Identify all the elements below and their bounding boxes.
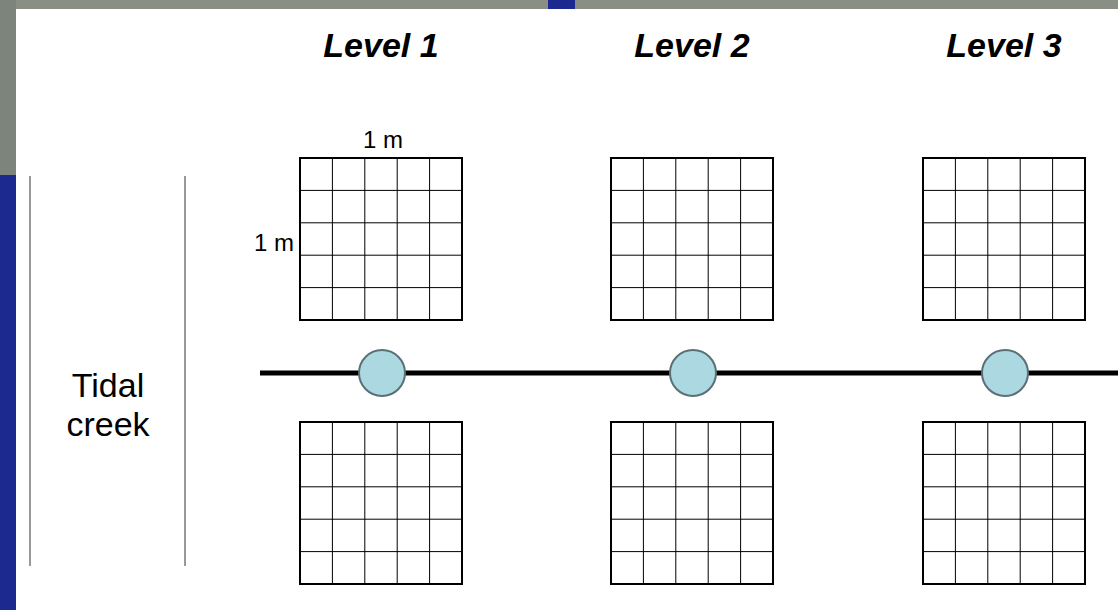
quadrat-grid xyxy=(611,422,773,584)
creek-bank xyxy=(185,176,186,566)
blue-band xyxy=(0,175,16,610)
dimension-label: 1 m xyxy=(254,229,294,257)
blue-block xyxy=(548,0,575,9)
level-heading: Level 2 xyxy=(634,26,749,65)
quadrat-grid xyxy=(300,422,462,584)
photo-strip xyxy=(0,0,16,175)
dimension-label: 1 m xyxy=(363,126,403,154)
sampling-point xyxy=(670,350,716,396)
quadrat-grid xyxy=(300,158,462,320)
creek-bank xyxy=(30,176,31,566)
level-heading: Level 1 xyxy=(323,26,438,65)
quadrat-grid xyxy=(923,422,1085,584)
creek-label: Tidal creek xyxy=(48,366,168,444)
quadrat-grid xyxy=(923,158,1085,320)
level-heading: Level 3 xyxy=(946,26,1061,65)
photo-strip xyxy=(0,0,1118,9)
sampling-point xyxy=(982,350,1028,396)
quadrat-grid xyxy=(611,158,773,320)
sampling-point xyxy=(359,350,405,396)
